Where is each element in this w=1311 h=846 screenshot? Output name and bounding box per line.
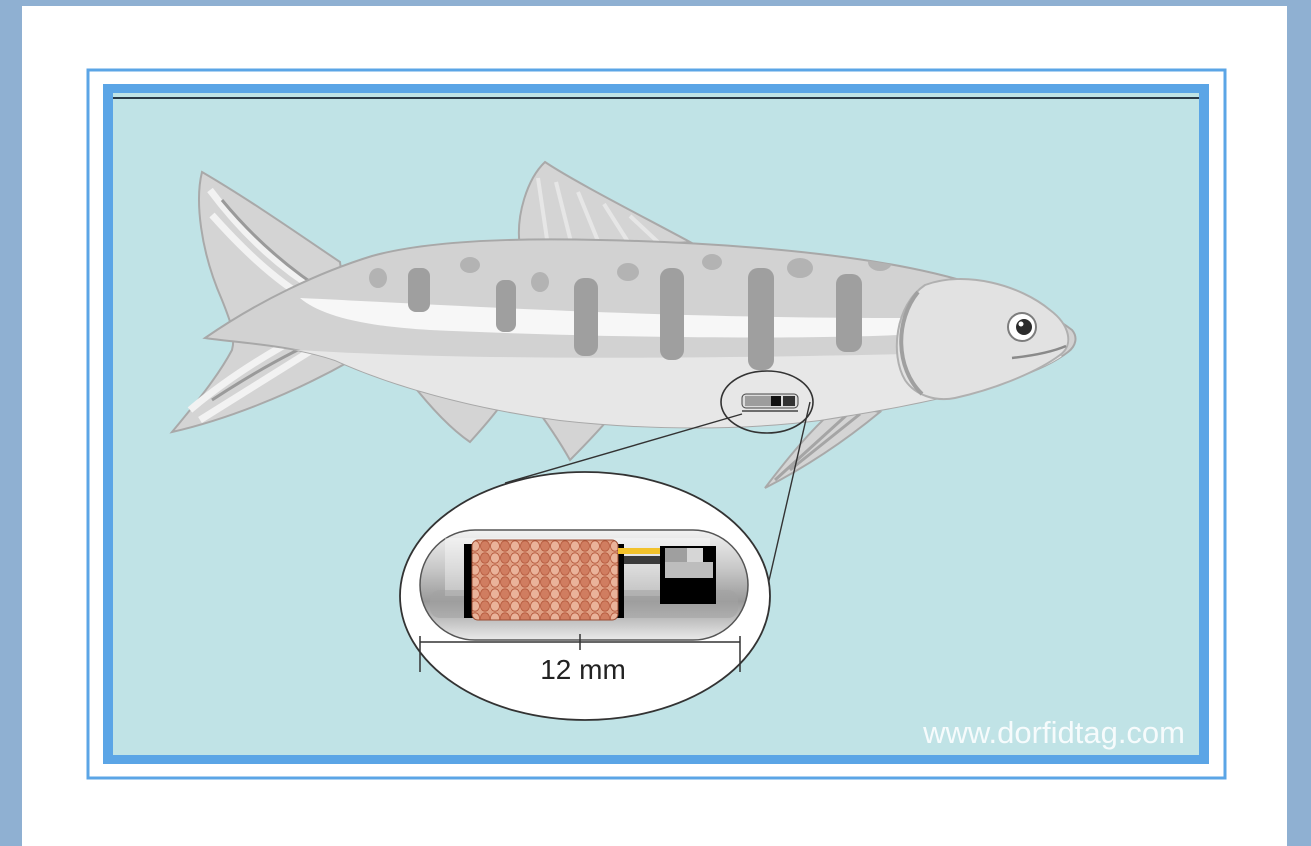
tag-length-label: 12 mm (540, 654, 626, 685)
zoom-bubble: 12 mm (400, 472, 770, 720)
gold-connector (618, 548, 662, 554)
watermark: www.dorfidtag.com (922, 715, 1185, 750)
